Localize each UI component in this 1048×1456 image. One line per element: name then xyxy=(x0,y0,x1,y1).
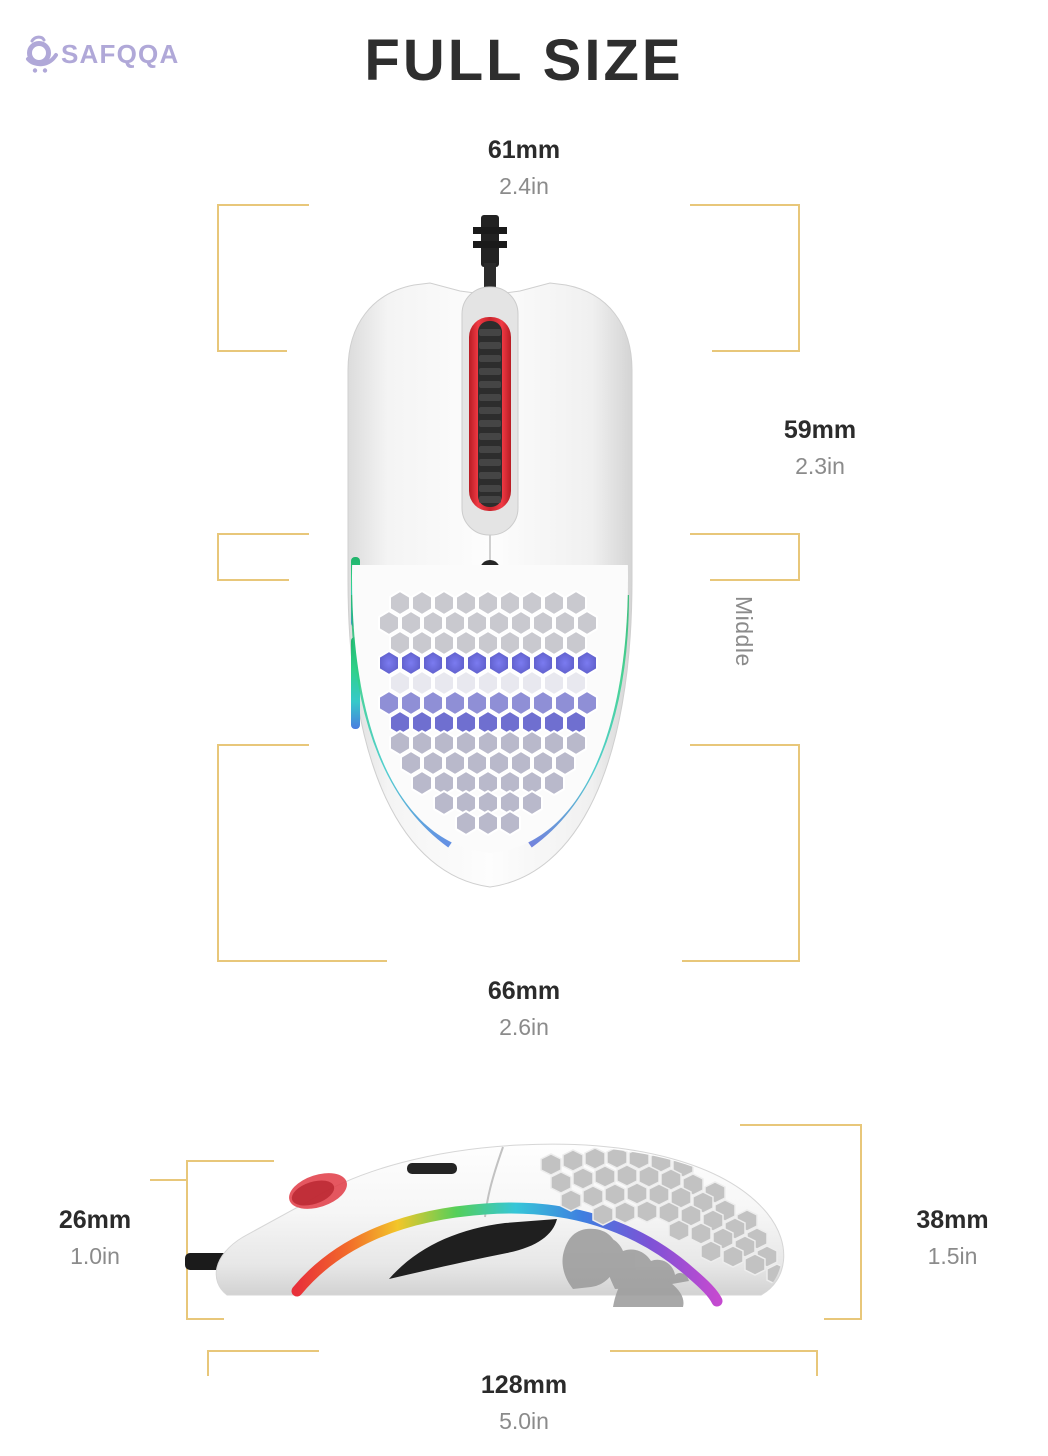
bracket-side-bottom-left xyxy=(207,1350,319,1376)
mouse-top-view-image xyxy=(310,205,670,905)
dimension-value-in: 2.6in xyxy=(499,1014,549,1041)
dimension-side-length: 128mm 5.0in xyxy=(384,1370,664,1436)
bracket-segment xyxy=(186,1318,224,1320)
bracket-segment xyxy=(740,1124,862,1126)
bracket-side-left xyxy=(186,1160,274,1320)
bracket-segment xyxy=(824,1318,862,1320)
dimension-value-in: 1.5in xyxy=(927,1243,978,1270)
dimension-value-mm: 26mm xyxy=(58,1206,132,1234)
side-buttons xyxy=(389,1219,557,1279)
bracket-bottom-right xyxy=(682,744,800,962)
bracket-bottom-left xyxy=(217,744,387,962)
dimension-right-height: 59mm 2.3in xyxy=(700,415,940,481)
bracket-side-left-tick xyxy=(150,1179,186,1181)
dimension-value-mm: 38mm xyxy=(916,1206,989,1234)
dimension-side-rear-height: 38mm 1.5in xyxy=(865,1205,1040,1271)
bracket-segment xyxy=(690,744,800,746)
bracket-segment xyxy=(682,960,800,962)
dimension-value-mm: 61mm xyxy=(487,136,561,164)
bracket-segment xyxy=(690,204,800,206)
dimension-value-in: 2.4in xyxy=(499,173,549,200)
bracket-segment xyxy=(690,533,800,535)
bracket-segment xyxy=(217,744,219,962)
dimension-value-mm: 66mm xyxy=(487,977,561,1005)
bracket-segment xyxy=(798,204,800,352)
dimension-value-mm: 128mm xyxy=(480,1371,568,1399)
rgb-side-strip xyxy=(291,1202,723,1307)
bracket-segment xyxy=(610,1350,818,1352)
bracket-side-bottom-right xyxy=(610,1350,818,1376)
scroll-wheel-rgb-glow xyxy=(289,1173,347,1209)
bracket-segment xyxy=(798,533,800,581)
scroll-wheel-ridges xyxy=(479,329,501,503)
bracket-top-left xyxy=(217,204,309,352)
dimension-value-mm: 59mm xyxy=(783,416,857,444)
bracket-segment xyxy=(217,350,287,352)
bracket-segment xyxy=(710,579,800,581)
dimension-value-in: 5.0in xyxy=(499,1408,549,1435)
bracket-segment xyxy=(816,1350,818,1376)
honeycomb-shell xyxy=(352,565,628,853)
dimension-bottom-width: 66mm 2.6in xyxy=(384,976,664,1042)
shopping-cart-q-icon xyxy=(26,35,58,73)
bracket-middle-right xyxy=(690,533,800,581)
bracket-segment xyxy=(186,1160,274,1162)
bracket-side-right xyxy=(740,1124,862,1320)
bracket-segment xyxy=(150,1179,186,1181)
brand-logo: SAFQQA xyxy=(22,33,179,75)
bracket-segment xyxy=(860,1124,862,1320)
dimension-top-width: 61mm 2.4in xyxy=(384,135,664,201)
bracket-segment xyxy=(207,1350,209,1376)
brand-name: SAFQQA xyxy=(61,39,180,69)
bracket-segment xyxy=(217,579,289,581)
mouse-cable xyxy=(473,215,507,293)
mouse-side-view-image xyxy=(185,1095,825,1340)
dimension-value-in: 1.0in xyxy=(70,1243,120,1270)
bracket-segment xyxy=(712,350,800,352)
bracket-segment xyxy=(217,204,219,352)
bracket-segment xyxy=(217,533,309,535)
dimension-value-in: 2.3in xyxy=(795,453,845,480)
bracket-segment xyxy=(186,1160,188,1320)
bracket-segment xyxy=(217,744,309,746)
page-title: FULL SIZE xyxy=(364,28,684,93)
bracket-segment xyxy=(207,1350,319,1352)
brand-graphic-icon xyxy=(562,1228,689,1307)
dimension-side-front-height: 26mm 1.0in xyxy=(10,1205,180,1271)
middle-label: Middle xyxy=(731,596,757,667)
bracket-middle-left xyxy=(217,533,309,581)
bracket-segment xyxy=(217,533,219,581)
bracket-segment xyxy=(217,204,309,206)
bracket-segment xyxy=(217,960,387,962)
honeycomb-holes xyxy=(378,589,598,837)
dpi-button xyxy=(407,1163,457,1174)
bracket-segment xyxy=(798,744,800,962)
bracket-top-right xyxy=(690,204,800,352)
